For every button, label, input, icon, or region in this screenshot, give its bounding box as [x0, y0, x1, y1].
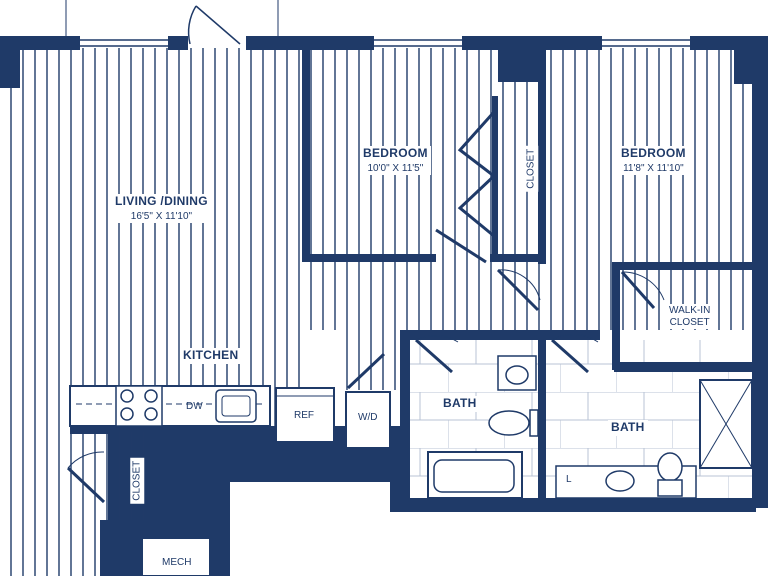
closet-left-door — [66, 451, 106, 504]
living-name: LIVING /DINING — [115, 194, 208, 208]
living-label: LIVING /DINING 16'5" X 11'10" — [112, 194, 211, 224]
bath1-fixtures — [427, 355, 539, 499]
bath2-label: BATH — [608, 420, 648, 436]
bedroom2-label: BEDROOM 11'8" X 11'10" — [618, 146, 689, 176]
mech-label: MECH — [162, 557, 192, 568]
kitchen-label: KITCHEN — [180, 348, 242, 364]
closet-bifold-doors — [435, 110, 497, 264]
dishwasher-label: DW — [186, 401, 203, 412]
bedroom2-dim: 11'8" X 11'10" — [623, 162, 684, 174]
lower-exterior — [230, 482, 390, 576]
entry-door — [187, 5, 241, 45]
linen-label: L — [566, 474, 572, 485]
windows — [80, 39, 690, 47]
washer-dryer — [345, 391, 391, 449]
refrigerator — [275, 387, 335, 443]
bedroom1-label: BEDROOM 10'0" X 11'5" — [360, 146, 431, 176]
kitchen-counter — [69, 385, 271, 427]
walkin-door — [620, 271, 665, 309]
bedroom2-name: BEDROOM — [621, 146, 686, 160]
living-dim: 16'5" X 11'10" — [130, 210, 193, 222]
bedroom1-dim: 10'0" X 11'5" — [367, 162, 424, 174]
bath-doors — [415, 333, 599, 374]
bedroom2-door — [496, 268, 541, 312]
kitchen-sink — [215, 389, 257, 423]
walkin-line2: CLOSET — [669, 316, 710, 328]
refrigerator-label: REF — [294, 410, 314, 421]
plank-floors — [8, 48, 752, 576]
walkin-label: WALK-IN CLOSET — [666, 304, 714, 329]
walkin-line1: WALK-IN — [669, 305, 711, 316]
wd-door — [346, 352, 386, 390]
closet-left-label: CLOSET — [130, 457, 144, 504]
washer-dryer-label: W/D — [358, 412, 378, 423]
bedroom1-name: BEDROOM — [363, 146, 428, 160]
bath1-label: BATH — [440, 396, 480, 412]
mech-room — [141, 537, 211, 576]
closet-top-label: CLOSET — [524, 145, 538, 192]
bath2-fixtures — [555, 379, 753, 499]
